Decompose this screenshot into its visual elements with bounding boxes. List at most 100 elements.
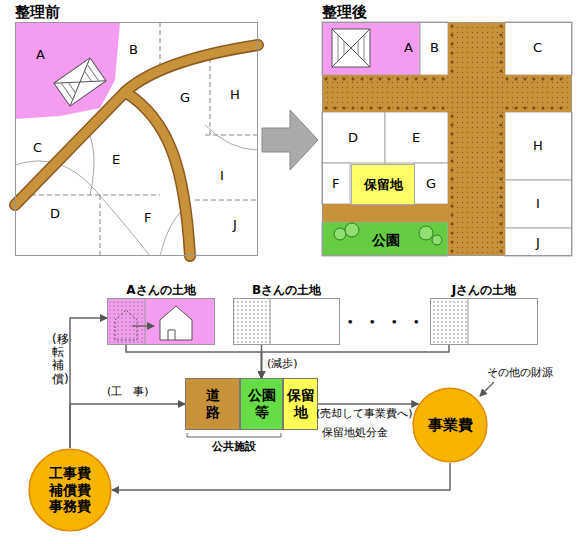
parcel-letter: J bbox=[233, 218, 237, 233]
land-box: Bさんの土地 bbox=[233, 298, 340, 345]
drawn-path bbox=[168, 330, 175, 340]
drawn-g bbox=[15, 22, 258, 256]
parcel-letter: C bbox=[33, 141, 42, 156]
park-part: 公園等 bbox=[240, 378, 283, 430]
drawn-path bbox=[15, 161, 150, 256]
drawn-path bbox=[125, 92, 190, 256]
drawn-g bbox=[15, 125, 258, 256]
drawn-path bbox=[15, 195, 160, 196]
drawn-rect bbox=[54, 58, 106, 106]
circle-shape bbox=[413, 388, 487, 462]
land-box: Jさんの土地 bbox=[430, 298, 538, 345]
edge-label: (工 事) bbox=[107, 386, 149, 399]
flow-arrow bbox=[70, 404, 185, 448]
parcel-letter: C bbox=[533, 41, 542, 56]
drawn-g bbox=[322, 22, 572, 256]
flow-arrow bbox=[70, 318, 107, 448]
land-box: Aさんの土地 bbox=[107, 298, 215, 345]
drawn-path bbox=[54, 58, 106, 106]
drawn-rect bbox=[505, 112, 572, 180]
land-heading: Aさんの土地 bbox=[108, 282, 214, 299]
drawn-path bbox=[338, 35, 364, 61]
drawn-rect bbox=[322, 22, 572, 256]
note-label: その他の財源 bbox=[487, 367, 553, 380]
reserved-part: 保留地 bbox=[283, 378, 318, 430]
drawn-g bbox=[322, 22, 572, 256]
budget-circle: 事業費 bbox=[412, 387, 488, 463]
road-part: 道路 bbox=[185, 378, 240, 430]
parcel-letter: E bbox=[412, 131, 420, 146]
drawn-polygon bbox=[15, 22, 120, 119]
drawn-rect bbox=[448, 22, 505, 256]
drawn-path bbox=[205, 125, 258, 150]
drawn-rect bbox=[322, 163, 350, 204]
drawn-rect bbox=[505, 228, 572, 256]
map-heading: 整理前 bbox=[15, 3, 60, 22]
drawn-g bbox=[54, 58, 106, 106]
parcel-letter: I bbox=[220, 169, 224, 184]
drawn-g bbox=[332, 29, 370, 67]
drawn-circle bbox=[334, 228, 346, 240]
drawn-path bbox=[160, 306, 192, 340]
parcel-letter: D bbox=[50, 207, 60, 222]
parcel-letter: G bbox=[180, 91, 190, 106]
reserved-land: 保留地 bbox=[351, 164, 415, 205]
drawn-circle bbox=[419, 226, 433, 240]
drawn-rect bbox=[322, 75, 572, 112]
land-heading: Jさんの土地 bbox=[431, 282, 537, 299]
land-heading: Bさんの土地 bbox=[234, 282, 339, 299]
drawn-path bbox=[210, 50, 211, 135]
drawn-path bbox=[205, 135, 258, 136]
drawn-rect bbox=[414, 163, 448, 204]
drawn-rect bbox=[322, 22, 420, 75]
parcel-letter: J bbox=[536, 236, 540, 251]
drawn-rect bbox=[322, 112, 385, 163]
node-label: 保留地 bbox=[364, 177, 403, 193]
ellipsis-dots: ・・・・ bbox=[341, 312, 429, 333]
drawn-circle bbox=[345, 223, 359, 237]
node-label: 保留地 bbox=[287, 387, 315, 421]
drawn-rect bbox=[15, 22, 258, 256]
drawn-path bbox=[332, 29, 370, 67]
parcel-letter: E bbox=[112, 153, 120, 168]
parcel-letter: D bbox=[348, 131, 358, 146]
node-label: 工事費 補償費 事務費 bbox=[47, 465, 93, 515]
flow-arrow bbox=[318, 403, 418, 405]
drawn-rect bbox=[505, 180, 572, 228]
drawn-path bbox=[480, 382, 494, 396]
drawn-g bbox=[326, 26, 570, 252]
note-label: 公共施設 bbox=[212, 441, 256, 454]
drawn-path bbox=[145, 298, 468, 345]
drawn-path bbox=[115, 310, 137, 340]
parcel-letter: I bbox=[536, 197, 540, 212]
drawn-polygon bbox=[262, 110, 318, 170]
drawn-rect bbox=[322, 222, 448, 256]
drawn-path bbox=[15, 45, 258, 205]
drawn-path bbox=[125, 92, 190, 256]
drawn-rect bbox=[505, 22, 572, 75]
drawn-rect bbox=[322, 204, 448, 222]
map-heading: 整理後 bbox=[322, 3, 367, 22]
drawn-path bbox=[195, 200, 258, 201]
drawn-rect bbox=[420, 22, 448, 75]
flow-arrow bbox=[262, 345, 450, 378]
edge-label: (減歩) bbox=[267, 358, 298, 371]
drawn-path bbox=[160, 22, 161, 68]
parcel-letter: A bbox=[36, 48, 45, 63]
flow-arrow bbox=[112, 463, 450, 490]
drawn-g bbox=[15, 45, 258, 256]
drawn-rect bbox=[107, 298, 145, 345]
drawn-path bbox=[326, 79, 570, 108]
drawn-path bbox=[100, 195, 101, 256]
drawn-path bbox=[61, 65, 99, 100]
parcel-letter: F bbox=[144, 211, 151, 226]
circle-shape bbox=[29, 449, 110, 530]
drawn-g bbox=[115, 306, 192, 340]
drawn-path bbox=[132, 325, 154, 326]
node-label: 道路 bbox=[206, 387, 220, 421]
parcel-letter: G bbox=[426, 177, 436, 192]
parcel-letter: B bbox=[430, 41, 439, 56]
parcel-letter: A bbox=[404, 41, 413, 56]
drawn-path bbox=[15, 45, 258, 205]
